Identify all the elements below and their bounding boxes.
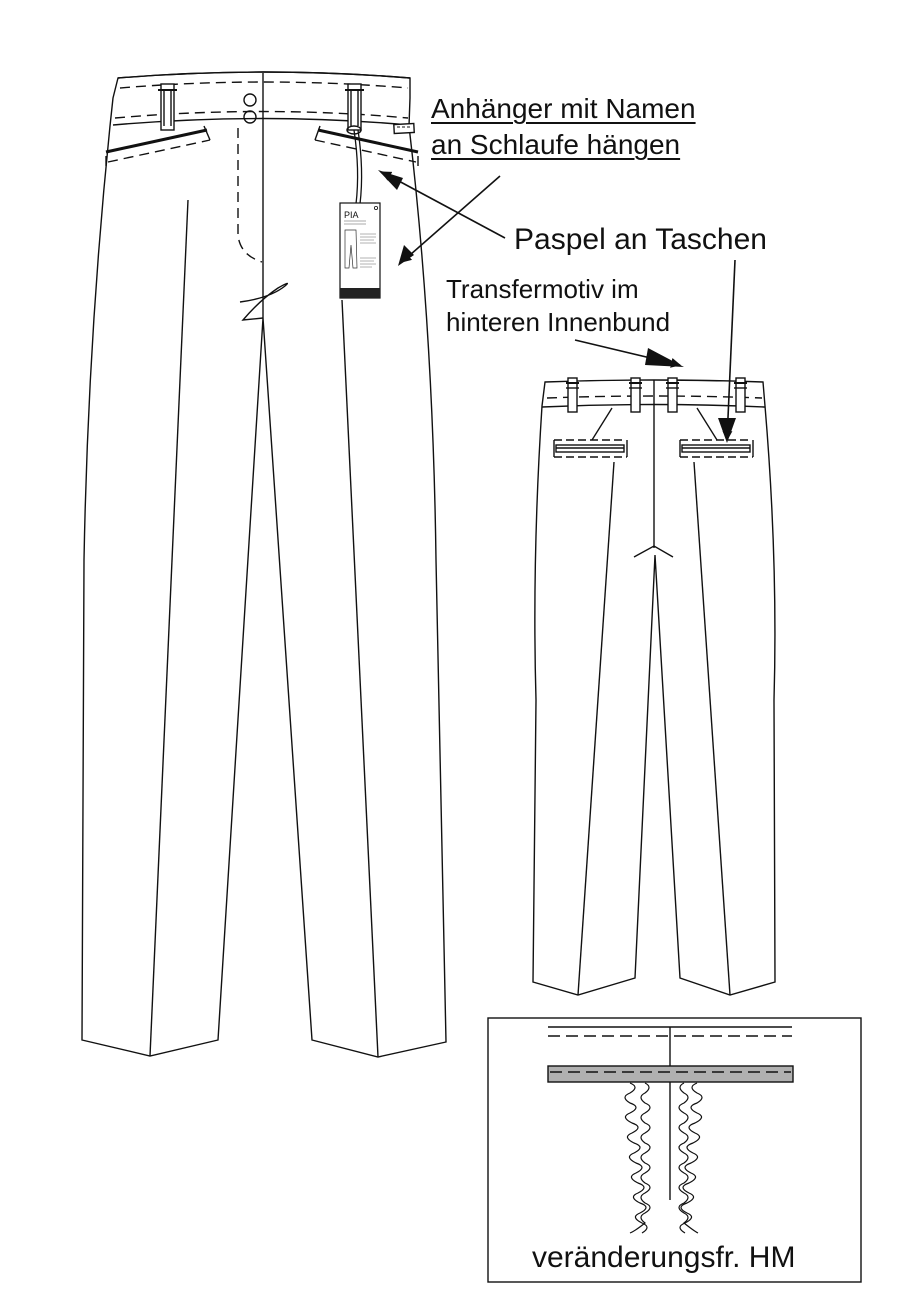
detail-stitch-right-outer [678,1082,699,1234]
front-waistband-stitch-bottom [114,110,409,119]
hangtag-trouser-icon [344,229,358,269]
detail-stitch-right [679,1082,703,1234]
annotation-hangtag-line2: an Schlaufe hängen [431,129,681,160]
hem-detail-box [487,1017,862,1283]
arrowhead-waistband [645,348,684,367]
back-belt-loop-1 [566,377,579,413]
arrowheads-bold [378,170,736,443]
front-waistband-bottom [112,117,410,126]
detail-caption: veränderungsfr. HM [532,1241,796,1274]
front-waistband-top [117,71,411,79]
waistband-label-patch [393,122,415,135]
back-trousers-view [532,377,776,996]
annotation-transfer-line2: hinteren Innenbund [446,307,671,337]
hangtag-string-back [357,129,363,205]
front-waistband-stitch-top [119,81,409,89]
back-dart-right [696,407,718,441]
back-pocket-left [553,439,628,458]
arrow-piping-to-hangtag [401,175,501,263]
back-crotch-mark [633,545,674,558]
back-dart-left [591,407,613,441]
front-pocket-left [105,125,211,166]
arrow-piping-to-front-pocket [381,171,506,239]
front-crotch-fold [239,282,288,321]
detail-stitch-left [624,1082,648,1234]
front-crease-right [341,299,379,1058]
back-crease-right [693,461,731,996]
arrowhead-hangtag [398,245,414,266]
annotation-arrows [381,171,736,441]
front-belt-loop-left [158,83,177,131]
detail-hem-band [547,1065,794,1083]
arrowhead-back-pocket [718,418,736,443]
annotation-piping: Paspel an Taschen [514,223,767,256]
front-crease-left [149,199,189,1057]
button-upper [243,93,257,107]
back-belt-loop-3 [666,377,679,413]
back-belt-loop-2 [629,377,642,413]
annotation-hangtag-line1: Anhänger mit Namen [431,93,696,124]
detail-frame [487,1017,862,1283]
annotation-transfer-line1: Transfermotiv im [446,274,639,304]
back-pocket-right [679,439,754,458]
arrowhead-front-pocket [378,170,403,190]
hangtag-loop-ring [346,125,362,135]
front-outline [81,71,447,1058]
arrow-piping-to-back-pocket [722,259,736,441]
back-outline [532,379,776,996]
detail-stitch-left-outer [629,1082,651,1234]
button-lower [243,110,257,124]
front-belt-loop-right [345,83,364,131]
hangtag-string [353,129,359,205]
back-belt-loop-4 [734,377,747,413]
front-pocket-right [314,125,419,166]
hangtag-brand: PIA [344,210,359,220]
back-crease-left [577,461,615,996]
hangtag: PIA [339,202,381,299]
front-trousers-view [81,71,447,1058]
